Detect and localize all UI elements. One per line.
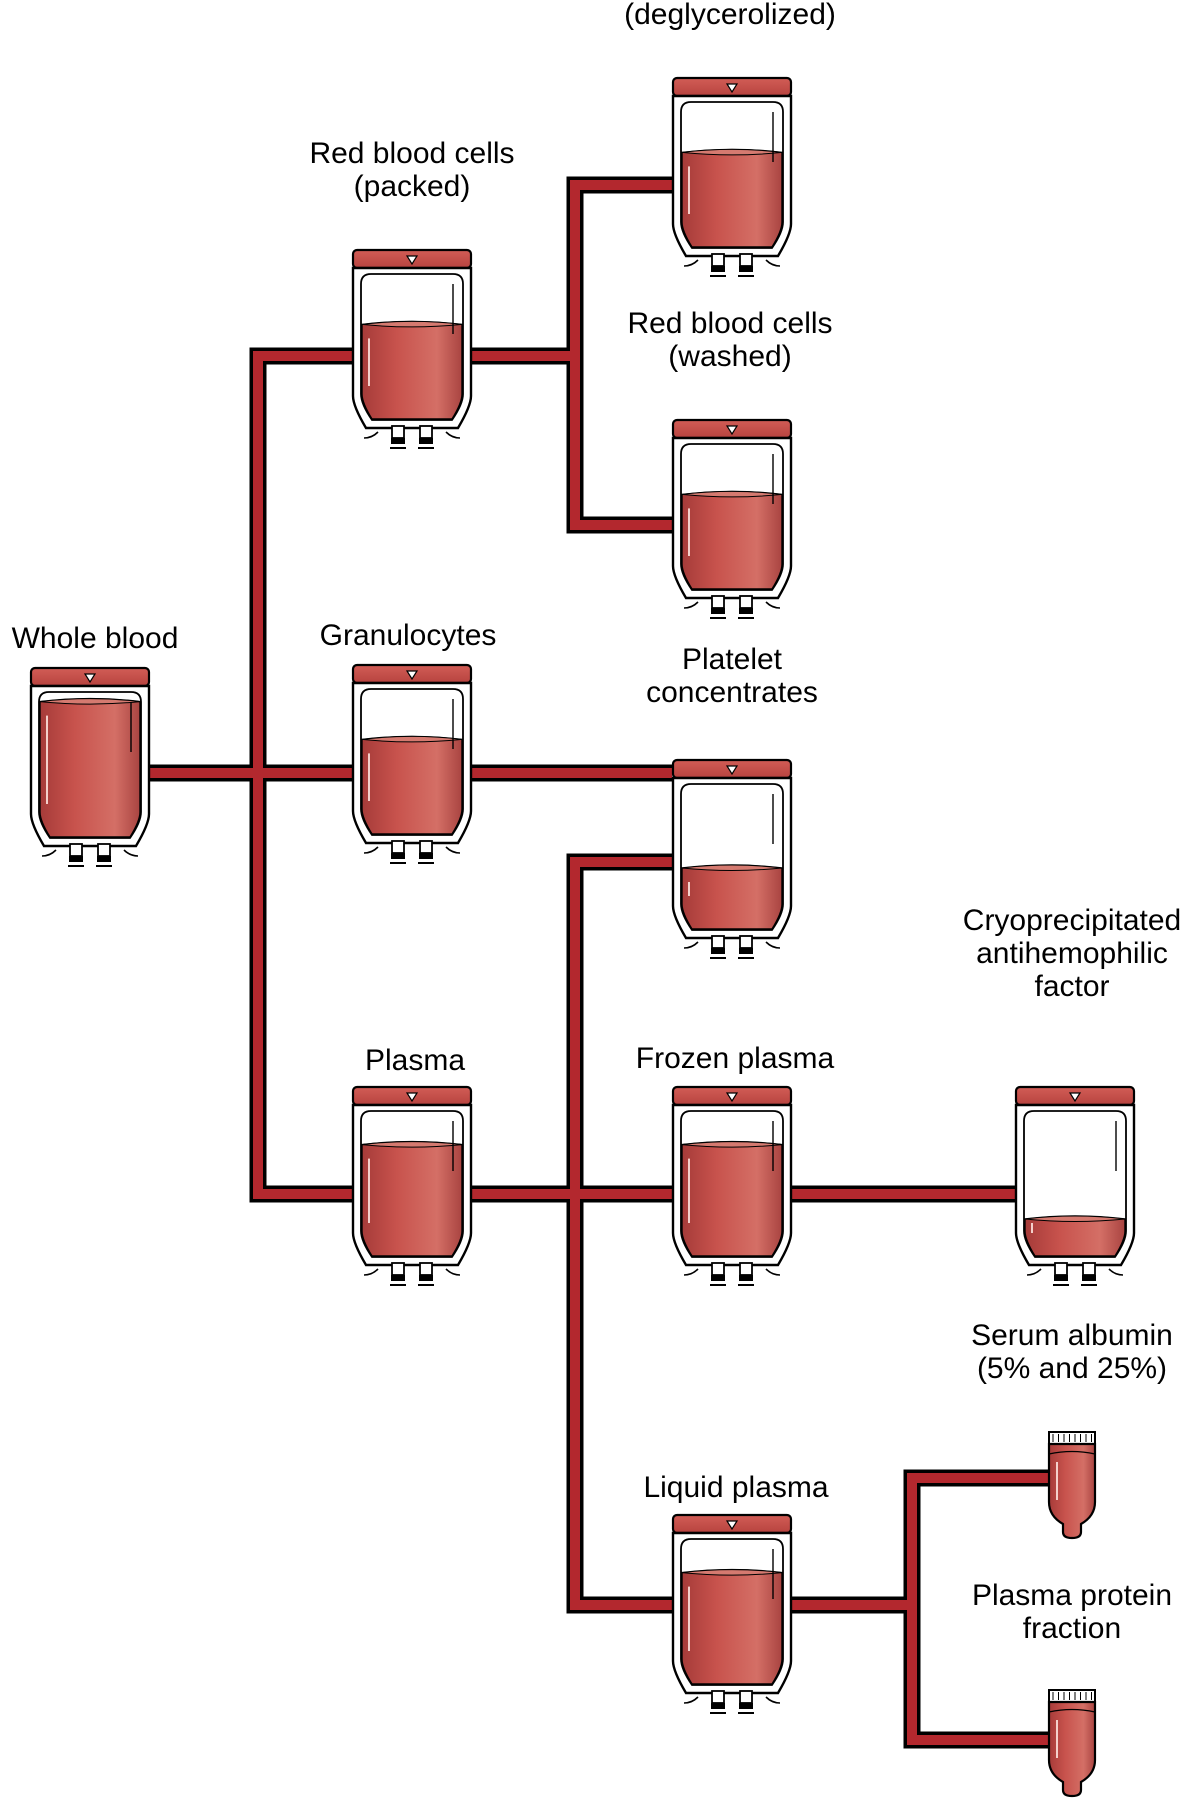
rbc-deglycerolized-label-line: (deglycerolized)	[624, 0, 836, 31]
rbc-packed-label-line: Red blood cells	[309, 137, 514, 170]
tube-outline-rbc-packed-to-rbc-washed	[566, 356, 672, 534]
granulocytes-bag	[351, 663, 473, 864]
rbc-packed-bag	[351, 248, 473, 449]
whole-blood-bag	[29, 666, 151, 867]
plasma-protein-fraction-vial	[1047, 1689, 1097, 1798]
tube-outline-whole-blood-to-rbc-packed	[150, 347, 352, 782]
rbc-packed-label-line: (packed)	[354, 170, 471, 203]
tube-rbc-packed-to-rbc-washed	[570, 356, 672, 530]
rbc-packed-label: Red blood cells(packed)	[309, 137, 514, 203]
rbc-deglycerolized-label: Red blood cells(deglycerolized)	[624, 0, 836, 31]
tube-outline-plasma-to-liquid-plasma	[566, 1194, 672, 1614]
liquid-plasma-label-line: Liquid plasma	[643, 1471, 828, 1504]
tube-outline-platelet-concentrates-to-frozen-plasma	[566, 853, 672, 1194]
cryoprecipitated-ahf-label-line: antihemophilic	[976, 937, 1168, 970]
plasma-label-line: Plasma	[365, 1044, 465, 1077]
cryoprecipitated-ahf-label-line: Cryoprecipitated	[963, 904, 1181, 937]
tube-outline-whole-blood-to-plasma	[249, 773, 352, 1203]
frozen-plasma-label: Frozen plasma	[636, 1042, 835, 1075]
tube-rbc-packed-to-rbc-deglycerolized	[472, 180, 672, 361]
liquid-plasma-label: Liquid plasma	[643, 1471, 828, 1504]
rbc-deglycerolized-bag	[671, 76, 793, 277]
tube-plasma-to-liquid-plasma	[570, 1194, 672, 1610]
whole-blood-label-line: Whole blood	[12, 622, 179, 655]
liquid-plasma-bag	[671, 1513, 793, 1714]
whole-blood-label: Whole blood	[12, 622, 179, 655]
plasma-label: Plasma	[365, 1044, 465, 1077]
serum-albumin-label-line: (5% and 25%)	[977, 1352, 1167, 1385]
serum-albumin-label-line: Serum albumin	[971, 1319, 1173, 1352]
granulocytes-label-line: Granulocytes	[320, 619, 497, 652]
frozen-plasma-label-line: Frozen plasma	[636, 1042, 835, 1075]
serum-albumin-label: Serum albumin(5% and 25%)	[971, 1319, 1173, 1385]
rbc-washed-label-line: Red blood cells	[627, 307, 832, 340]
platelet-concentrates-label-line: concentrates	[646, 676, 818, 709]
plasma-protein-fraction-label-line: fraction	[1023, 1612, 1121, 1645]
cryoprecipitated-ahf-label-line: factor	[1034, 970, 1109, 1003]
cryoprecipitated-ahf-bag	[1014, 1085, 1136, 1286]
rbc-washed-label-line: (washed)	[668, 340, 791, 373]
frozen-plasma-bag	[671, 1085, 793, 1286]
platelet-concentrates-bag	[671, 758, 793, 959]
plasma-protein-fraction-label-line: Plasma protein	[972, 1579, 1172, 1612]
serum-albumin-vial	[1047, 1431, 1097, 1540]
tube-liquid-plasma-to-plasma-protein-fraction	[907, 1605, 1050, 1745]
tube-whole-blood-to-plasma	[253, 773, 352, 1199]
tube-platelet-concentrates-to-frozen-plasma	[570, 857, 672, 1194]
rbc-washed-label: Red blood cells(washed)	[627, 307, 832, 373]
containers	[29, 76, 1136, 1798]
tube-liquid-plasma-to-serum-albumin	[792, 1473, 1050, 1610]
granulocytes-label: Granulocytes	[320, 619, 497, 652]
tubing-network	[150, 176, 1050, 1749]
rbc-washed-bag	[671, 418, 793, 619]
plasma-bag	[351, 1085, 473, 1286]
platelet-concentrates-label-line: Platelet	[682, 643, 783, 676]
